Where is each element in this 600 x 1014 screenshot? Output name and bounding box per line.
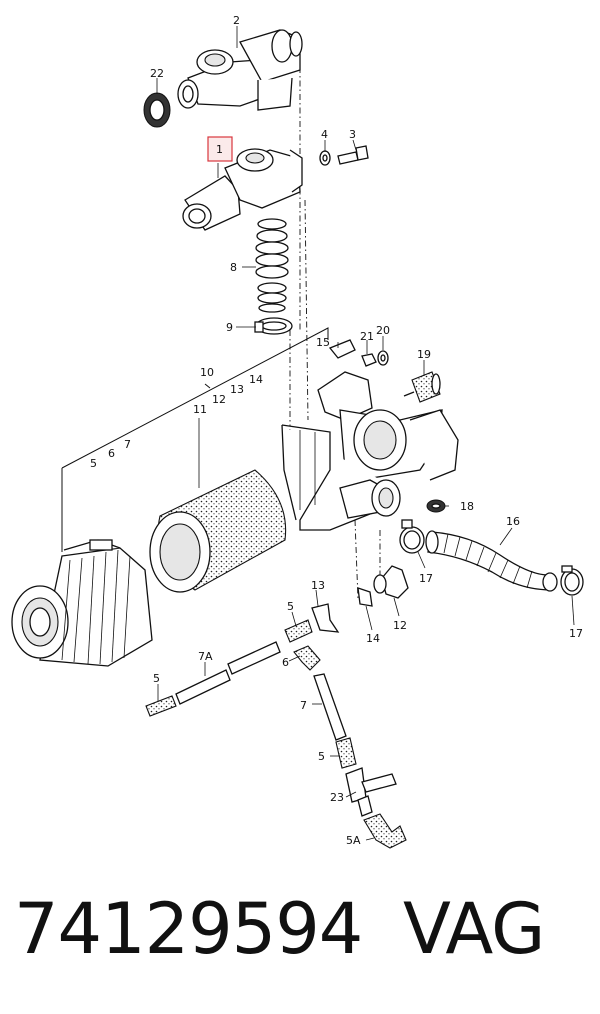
part-5A-hose-end <box>363 813 407 849</box>
callout-17-left: 17 <box>419 572 433 585</box>
part-7A-pipe <box>175 641 281 705</box>
callout-4: 4 <box>321 128 328 141</box>
callout-10: 10 <box>200 366 214 379</box>
callout-6-bottom: 6 <box>282 656 289 669</box>
part-6-elbow <box>293 645 321 671</box>
part-17-hose-clamp-a <box>399 519 425 554</box>
callout-14-bottom: 14 <box>366 632 380 645</box>
callout-17-right: 17 <box>569 627 583 640</box>
callout-8: 8 <box>230 261 237 274</box>
part-21-nut <box>361 353 377 367</box>
callout-14-top: 14 <box>249 373 263 386</box>
part-16-intake-hose <box>425 530 558 592</box>
leader-lines <box>156 26 575 841</box>
part-7-pipe <box>313 673 347 741</box>
part-1-valve-body <box>182 148 303 231</box>
exploded-parts-diagram: 2 22 1 4 3 8 9 15 21 20 19 10 14 13 12 1… <box>11 14 584 849</box>
brand-name: VAG <box>403 888 545 970</box>
part-17-hose-clamp-b <box>560 565 584 596</box>
part-23-t-connector <box>345 767 397 817</box>
callout-5-low: 5 <box>318 750 325 763</box>
callout-19: 19 <box>417 348 431 361</box>
part-14-bracket <box>357 587 373 607</box>
callout-7-bottom: 7 <box>300 699 307 712</box>
callout-15: 15 <box>316 336 330 349</box>
part-4-washer <box>319 150 331 166</box>
callout-16: 16 <box>506 515 520 528</box>
part-11-filter-element <box>149 469 287 593</box>
callout-5-top: 5 <box>90 457 97 470</box>
callout-23: 23 <box>330 791 344 804</box>
part-number: 74129594 <box>14 888 363 970</box>
callout-18: 18 <box>460 500 474 513</box>
part-19-rubber-mount <box>403 371 441 403</box>
part-5-hose-section-mid <box>284 619 313 643</box>
part-2-valve-housing <box>177 29 303 111</box>
callout-2: 2 <box>233 14 240 27</box>
callout-3: 3 <box>349 128 356 141</box>
part-15-clip <box>328 339 356 359</box>
callout-5A: 5A <box>346 834 361 847</box>
callout-7A: 7A <box>198 650 213 663</box>
group-10-bracket <box>61 327 329 552</box>
callout-labels: 2 22 1 4 3 8 9 15 21 20 19 10 14 13 12 1… <box>90 14 583 847</box>
callout-22: 22 <box>150 67 164 80</box>
callout-7-top: 7 <box>124 438 131 451</box>
callout-6-top: 6 <box>108 447 115 460</box>
part-8-bellows <box>255 218 289 313</box>
callout-13-bottom: 13 <box>311 579 325 592</box>
part-5-hose-section-left <box>145 695 177 717</box>
callout-12-top: 12 <box>212 393 226 406</box>
callout-12-bottom: 12 <box>393 619 407 632</box>
filter-outer-housing <box>11 539 153 667</box>
callout-13-top: 13 <box>230 383 244 396</box>
part-5-hose-section-low <box>335 737 357 769</box>
callout-9: 9 <box>226 321 233 334</box>
part-20-washer <box>377 350 389 366</box>
part-12-check-valve <box>373 565 409 599</box>
part-22-seal-ring <box>143 92 171 128</box>
callout-5-left: 5 <box>153 672 160 685</box>
callout-21: 21 <box>360 330 374 343</box>
callout-5-mid: 5 <box>287 600 294 613</box>
callout-1-highlight <box>207 136 233 162</box>
callout-1: 1 <box>216 143 223 156</box>
part-13-bracket <box>311 603 340 633</box>
part-18-grommet <box>426 499 446 513</box>
callout-20: 20 <box>376 324 390 337</box>
part-3-bolt <box>337 145 369 165</box>
callout-11: 11 <box>193 403 207 416</box>
part-9-hose-clamp <box>254 317 293 335</box>
air-filter-housing <box>281 371 459 531</box>
